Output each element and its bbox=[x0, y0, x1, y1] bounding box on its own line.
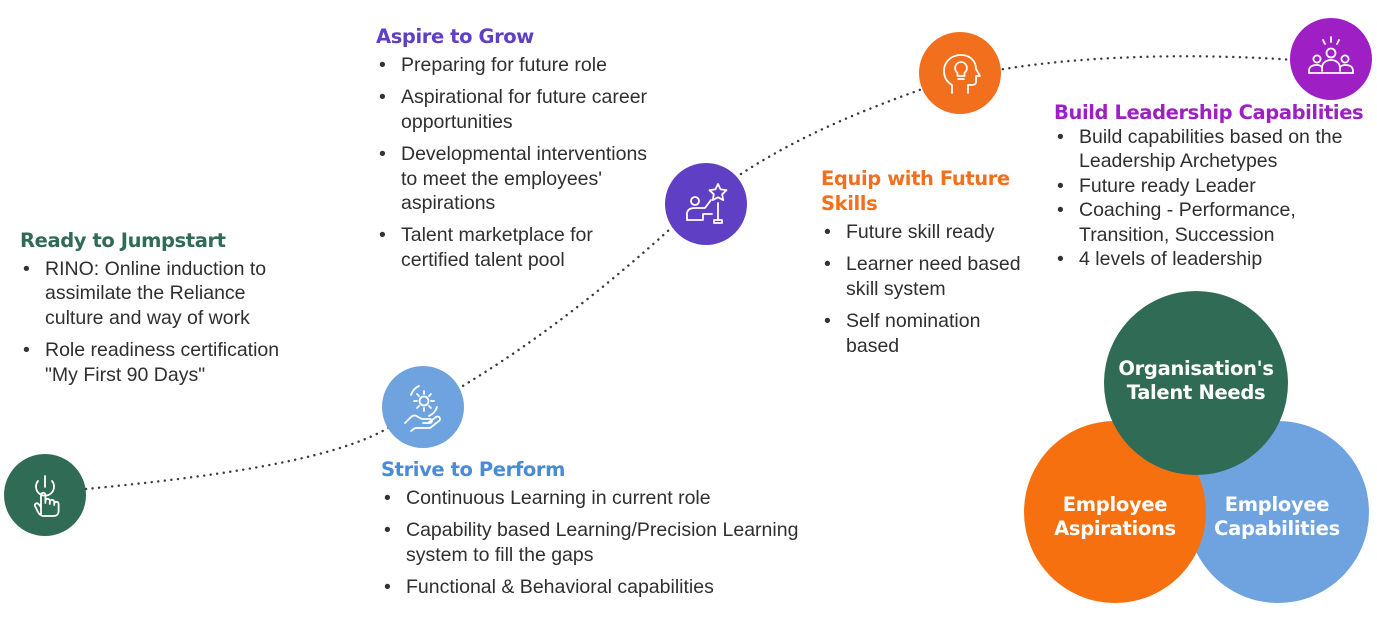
list-item: Capability based Learning/Precision Lear… bbox=[381, 518, 801, 567]
list-item: Aspirational for future career opportuni… bbox=[376, 85, 666, 134]
list-item: Role readiness certification "My First 9… bbox=[20, 338, 290, 387]
stage-jumpstart-node bbox=[4, 454, 86, 536]
stage-title: Strive to Perform bbox=[381, 458, 566, 481]
stage-leadership-block: Build Leadership Capabilities Build capa… bbox=[1054, 100, 1369, 272]
stage-strive-block: Strive to Perform Continuous Learning in… bbox=[381, 457, 801, 608]
list-item: Coaching - Performance, Transition, Succ… bbox=[1054, 198, 1369, 247]
list-item: Future ready Leader bbox=[1054, 174, 1369, 199]
list-item: Talent marketplace for certified talent … bbox=[376, 223, 666, 272]
stage-title: Build Leadership Capabilities bbox=[1054, 101, 1364, 124]
list-item: Functional & Behavioral capabilities bbox=[381, 575, 801, 600]
list-item: RINO: Online induction to assimilate the… bbox=[20, 257, 290, 330]
list-item: Continuous Learning in current role bbox=[381, 486, 801, 511]
stage-leadership-node bbox=[1290, 18, 1372, 100]
stage-equip-node bbox=[919, 32, 1001, 114]
head-bulb-icon bbox=[943, 54, 981, 94]
stage-strive-node bbox=[382, 366, 464, 448]
leader-group-icon bbox=[1308, 36, 1354, 74]
venn-circle-talent-needs: Organisation's Talent Needs bbox=[1104, 291, 1288, 475]
list-item: Future skill ready bbox=[821, 220, 1021, 245]
venn-label-aspirations: Employee Aspirations bbox=[1054, 493, 1176, 540]
person-star-icon bbox=[686, 183, 728, 224]
list-item: Self nomination based bbox=[821, 309, 1021, 358]
venn-label-talent-needs: Organisation's Talent Needs bbox=[1118, 357, 1274, 404]
stage-aspire-block: Aspire to Grow Preparing for future role… bbox=[376, 24, 666, 280]
stage-title: Ready to Jumpstart bbox=[20, 229, 226, 252]
hand-gear-icon bbox=[404, 385, 441, 432]
hand-power-icon bbox=[34, 475, 60, 517]
stage-title: Equip with Future Skills bbox=[821, 167, 1010, 215]
list-item: Preparing for future role bbox=[376, 53, 666, 78]
list-item: Developmental interventions to meet the … bbox=[376, 142, 666, 215]
list-item: Learner need based skill system bbox=[821, 252, 1021, 301]
stage-title: Aspire to Grow bbox=[376, 25, 534, 48]
list-item: 4 levels of leadership bbox=[1054, 247, 1369, 272]
stage-aspire-node bbox=[665, 163, 747, 245]
stage-jumpstart-block: Ready to Jumpstart RINO: Online inductio… bbox=[20, 228, 290, 395]
list-item: Build capabilities based on the Leadersh… bbox=[1054, 125, 1369, 174]
stage-equip-block: Equip with Future Skills Future skill re… bbox=[821, 166, 1021, 366]
venn-label-capabilities: Employee Capabilities bbox=[1214, 493, 1340, 540]
